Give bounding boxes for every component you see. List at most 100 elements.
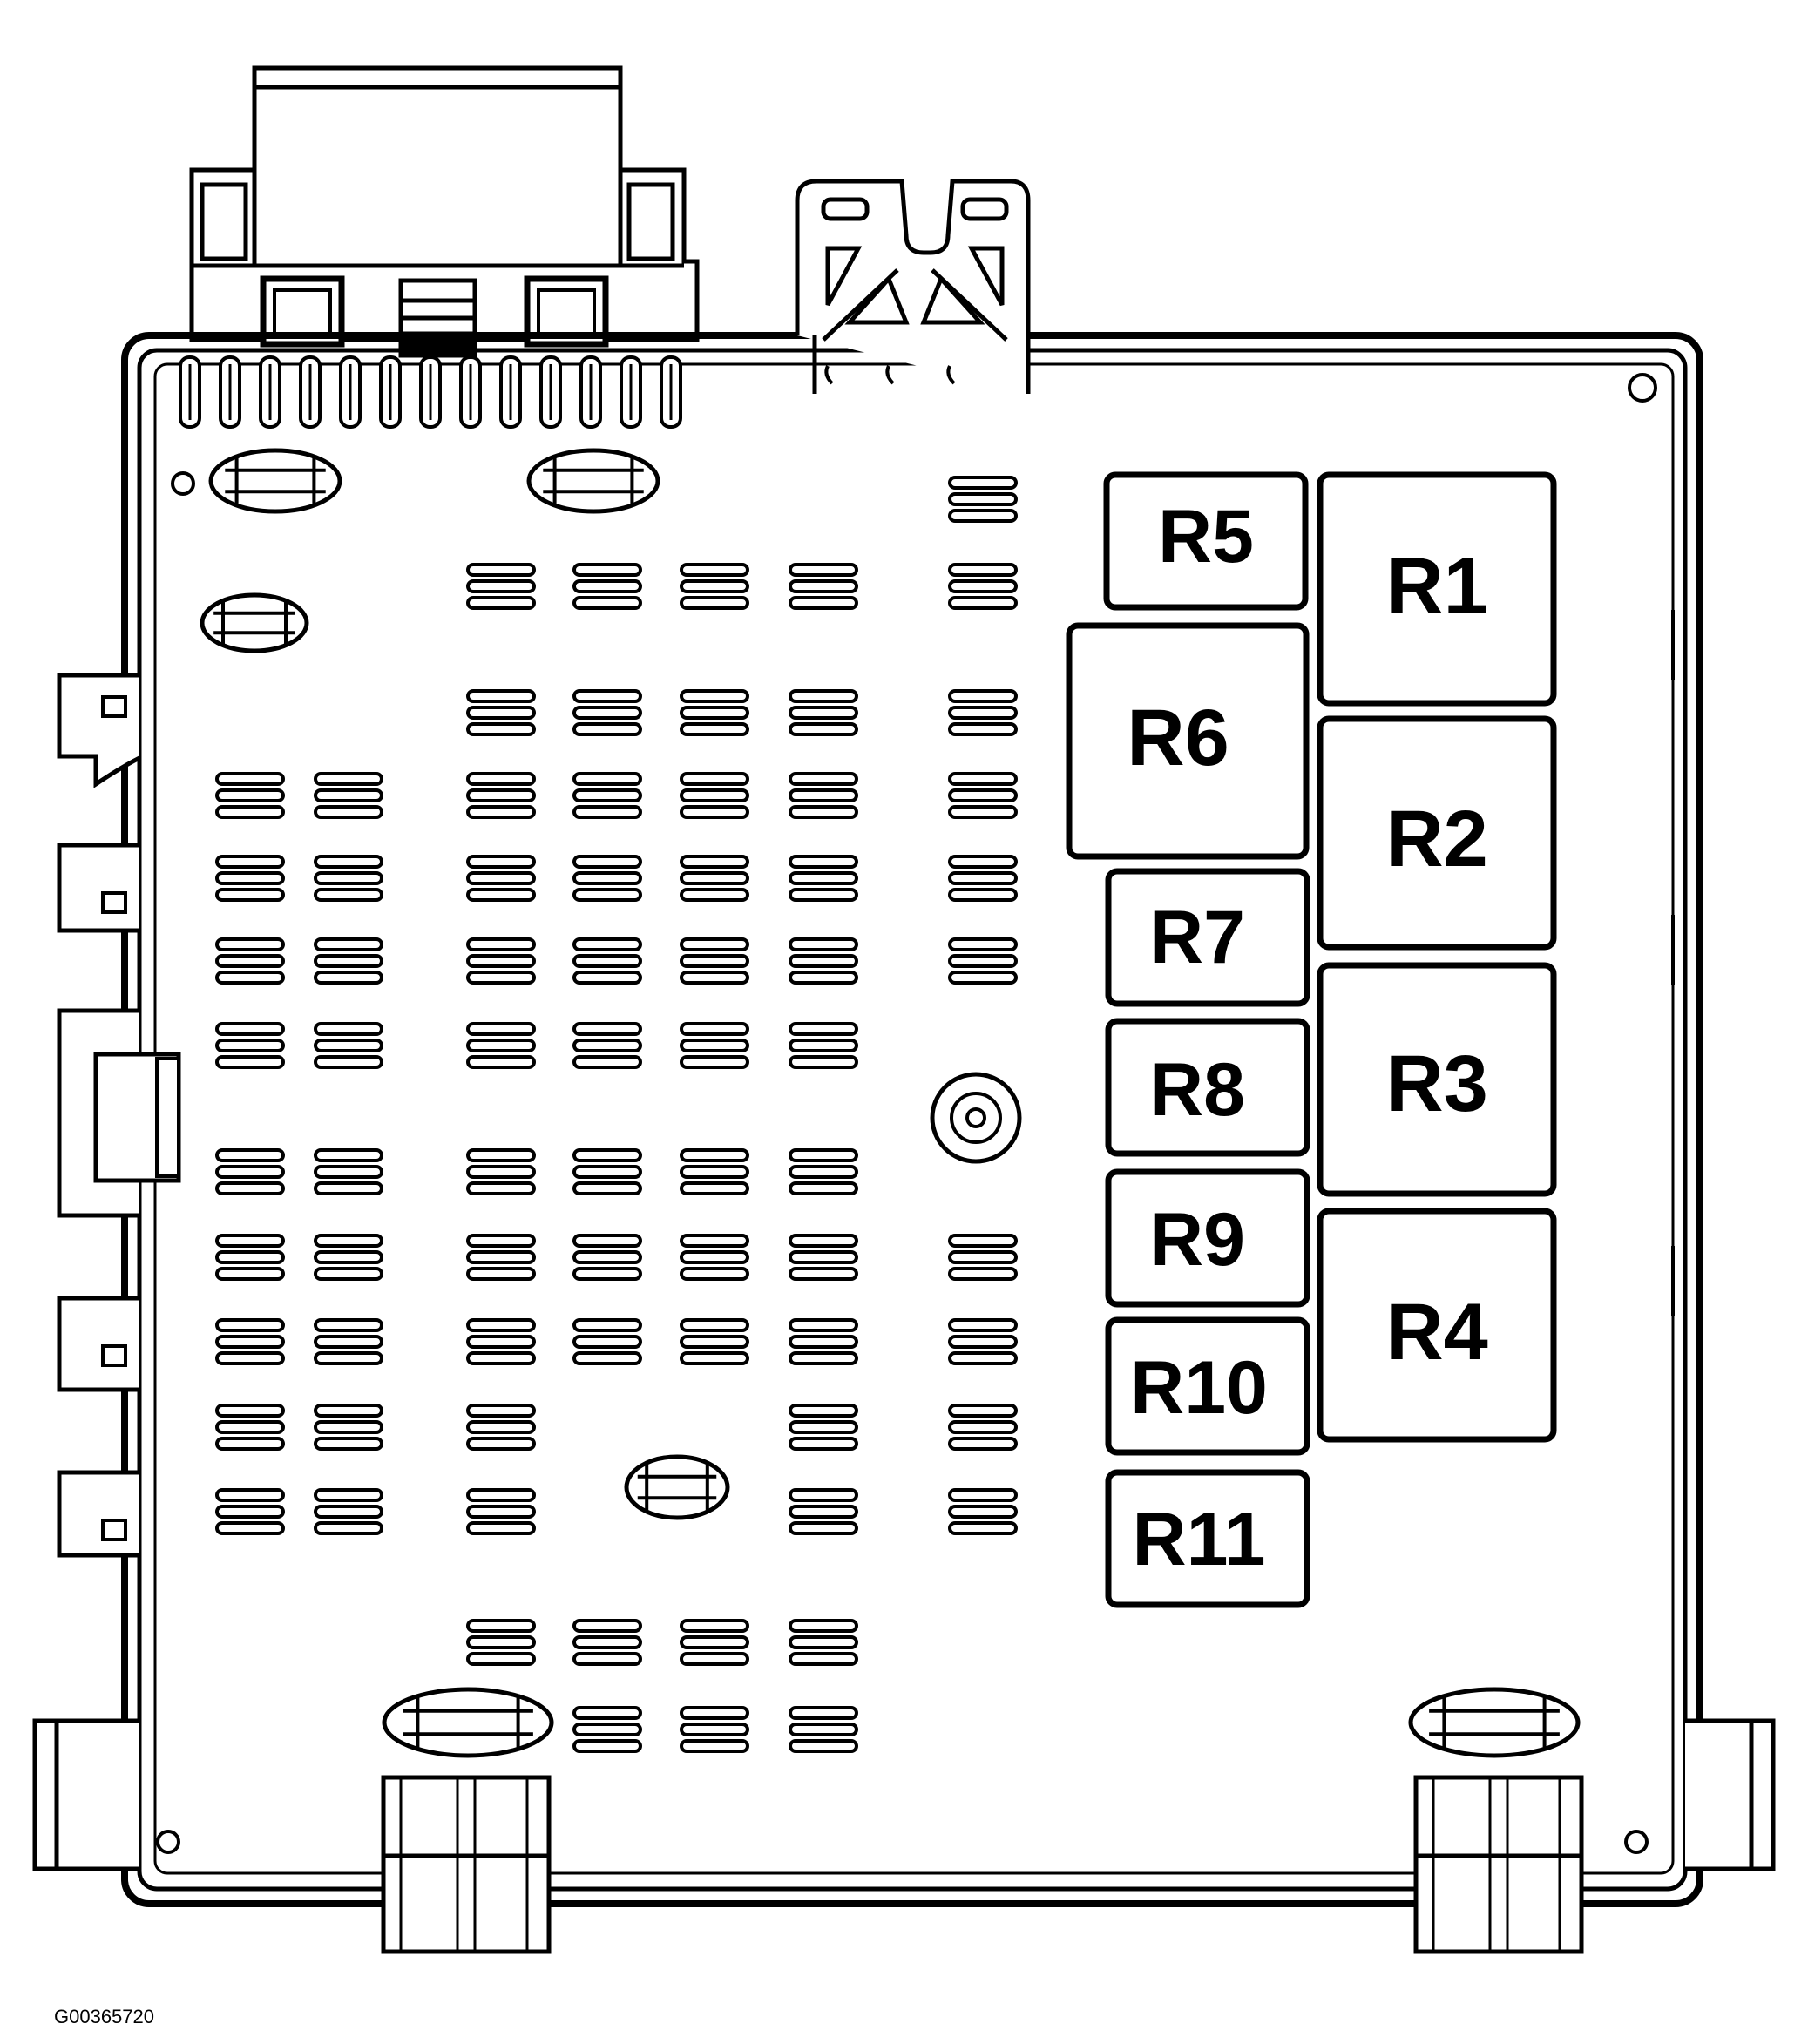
fuse-slot [948,689,1018,736]
relay-r2-label: R2 [1385,795,1488,883]
fuse-slot [948,855,1018,902]
fuse-slot [572,689,642,736]
connector-pin [219,355,241,429]
fuse-slot [948,772,1018,819]
fuse-slot [680,563,749,610]
fuse-slot [789,1619,858,1666]
relay-r6-label: R6 [1127,694,1229,782]
fuse-slot [572,855,642,902]
right-clips [1671,610,1776,1871]
fuse-slot [789,855,858,902]
fuse-slot [680,689,749,736]
relay-r1-label: R1 [1385,542,1488,631]
fuse-slot [789,1706,858,1753]
fuse-slot [466,1488,536,1535]
relay-r11-label: R11 [1132,1498,1265,1581]
connector-pin [459,355,482,429]
fuse-slot [466,1234,536,1281]
fuse-slot [314,1488,383,1535]
connector-pin [539,355,562,429]
fuse-slot [215,1234,285,1281]
fuse-slot [466,772,536,819]
relay-r3: R3 [1317,962,1557,1197]
fuse-slot [466,855,536,902]
fuse-slot [789,937,858,985]
fuse-slot [572,1022,642,1069]
fuse-slot [314,855,383,902]
top-bracket [795,179,1031,394]
fuse-slot [948,937,1018,985]
fuse-slot [948,563,1018,610]
connector-pin [579,355,602,429]
relay-r9: R9 [1105,1168,1310,1308]
fuse-slot [466,937,536,985]
mounting-rib [1408,1687,1581,1758]
mounting-rib [382,1687,554,1758]
fuse-slot [789,1318,858,1365]
mounting-rib [208,448,342,514]
relay-r8-label: R8 [1149,1048,1245,1132]
relay-r4-label: R4 [1385,1288,1488,1377]
fuse-slot [680,1022,749,1069]
fuse-slot [948,1234,1018,1281]
connector-pin [259,355,281,429]
fuse-slot [314,937,383,985]
relay-r10: R10 [1105,1316,1310,1456]
fuse-slot [680,937,749,985]
relay-r7-label: R7 [1149,896,1245,979]
fuse-slot [680,1234,749,1281]
fuse-slot [680,772,749,819]
connector-pin [419,355,442,429]
bottom-feet [381,1775,1584,1954]
fuse-slot [314,1234,383,1281]
relay-r2: R2 [1317,715,1557,951]
relay-sockets: R5 R1 R6 R2 R7 R3 R8 R9 [1066,471,1557,1608]
fuse-slot [948,1404,1018,1451]
fuse-slot [572,1619,642,1666]
left-clips [32,673,181,1871]
fuse-slot [680,1706,749,1753]
connector-pin [620,355,642,429]
fuse-slot [314,1148,383,1195]
fuse-slot [572,937,642,985]
fuse-slot [572,1318,642,1365]
relay-r10-label: R10 [1130,1346,1268,1430]
fuse-slot [572,1148,642,1195]
fuse-slot [789,1148,858,1195]
fuse-slot [789,1022,858,1069]
fuse-slot [948,476,1018,523]
mounting-rib [624,1454,730,1520]
fuse-slot [314,1404,383,1451]
connector-pin [379,355,402,429]
mounting-ribs [200,448,1581,1758]
fuse-slot [215,1404,285,1451]
relay-r4: R4 [1317,1208,1557,1443]
fuse-slot [466,563,536,610]
fuse-slot [789,563,858,610]
relay-r7: R7 [1105,868,1310,1007]
connector-pin [339,355,362,429]
connector-pin [179,355,201,429]
fuse-slot [215,1488,285,1535]
connector-pin [299,355,322,429]
mounting-stud [930,1072,1022,1164]
fuse-slot [215,1022,285,1069]
fuse-slot [466,1619,536,1666]
relay-r1: R1 [1317,471,1557,707]
fuse-slot [215,1148,285,1195]
fuse-slot [789,772,858,819]
mounting-rib [526,448,660,514]
relay-r6: R6 [1066,622,1310,860]
relay-r8: R8 [1105,1018,1310,1157]
fuse-slot [314,772,383,819]
fuse-slot [215,1318,285,1365]
fuse-slot [215,855,285,902]
connector-pin [660,355,682,429]
fuse-slot [466,1148,536,1195]
image-code: G00365720 [54,2006,154,2027]
fuse-slot [466,1022,536,1069]
fuse-slot [680,1148,749,1195]
fuse-slot [466,1404,536,1451]
fuse-slot [314,1022,383,1069]
